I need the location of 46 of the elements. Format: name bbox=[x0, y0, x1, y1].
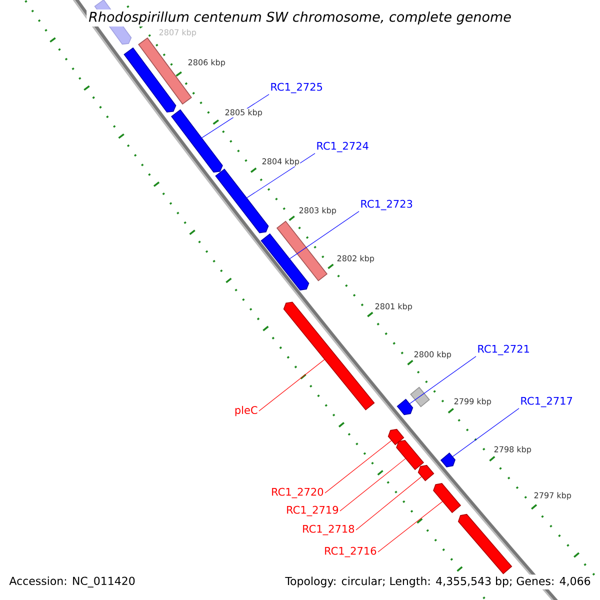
gene-label: RC1_2718 bbox=[303, 524, 354, 536]
gene-block bbox=[215, 168, 269, 234]
scale-label: 2803 kbp bbox=[298, 206, 338, 216]
scale-label: 2802 kbp bbox=[336, 254, 376, 264]
scale-label: 2799 kbp bbox=[453, 398, 492, 406]
scale-label: 2805 kbp bbox=[224, 108, 264, 118]
scale-label: 2807 kbp bbox=[158, 28, 198, 38]
leader-line bbox=[356, 476, 422, 530]
gene-label: pleC bbox=[235, 406, 258, 416]
leader-line bbox=[340, 458, 406, 512]
gene-label: RC1_2719 bbox=[287, 506, 338, 516]
gene-block bbox=[124, 47, 176, 113]
scale-label: 2804 kbp bbox=[261, 158, 300, 166]
gene-label: RC1_2720 bbox=[272, 488, 324, 498]
leader-line bbox=[246, 153, 316, 198]
title: Rhodospirillum centenum SW chromosome, complete genome bbox=[86, 9, 514, 27]
gene-label: RC1_2721 bbox=[478, 344, 529, 356]
gene-label: RC1_2724 bbox=[317, 142, 368, 152]
accession-text: Accession: NC_011420 bbox=[7, 574, 138, 590]
leader-line bbox=[378, 501, 443, 552]
gene-block bbox=[418, 464, 434, 482]
gene-block bbox=[458, 514, 512, 574]
gene-block bbox=[410, 386, 430, 408]
gene-block bbox=[260, 233, 310, 290]
scale-label: 2798 kbp bbox=[493, 446, 532, 454]
leader-line bbox=[290, 211, 360, 259]
gene-block bbox=[433, 483, 462, 514]
scale-label: 2797 kbp bbox=[533, 492, 572, 500]
gene-block bbox=[396, 398, 414, 416]
gene-block bbox=[388, 428, 404, 446]
leader-line bbox=[410, 356, 476, 404]
scale-label: 2801 kbp bbox=[374, 302, 414, 312]
gene-label: RC1_2717 bbox=[521, 396, 572, 408]
gene-block bbox=[283, 302, 375, 410]
leader-line bbox=[452, 408, 520, 457]
gene-block bbox=[396, 440, 424, 470]
leader-line bbox=[258, 359, 325, 412]
summary-text: Topology: circular; Length: 4,355,543 bp; Genes: 4,066 bbox=[283, 574, 593, 590]
gene-label: RC1_2716 bbox=[325, 546, 376, 558]
gene-block bbox=[440, 452, 456, 468]
leader-line bbox=[324, 440, 392, 494]
gene-label: RC1_2723 bbox=[361, 200, 412, 210]
scale-label: 2806 kbp bbox=[187, 58, 226, 68]
gene-block bbox=[170, 109, 223, 173]
scale-label: 2800 kbp bbox=[413, 350, 452, 360]
gene-label: RC1_2725 bbox=[271, 82, 322, 94]
